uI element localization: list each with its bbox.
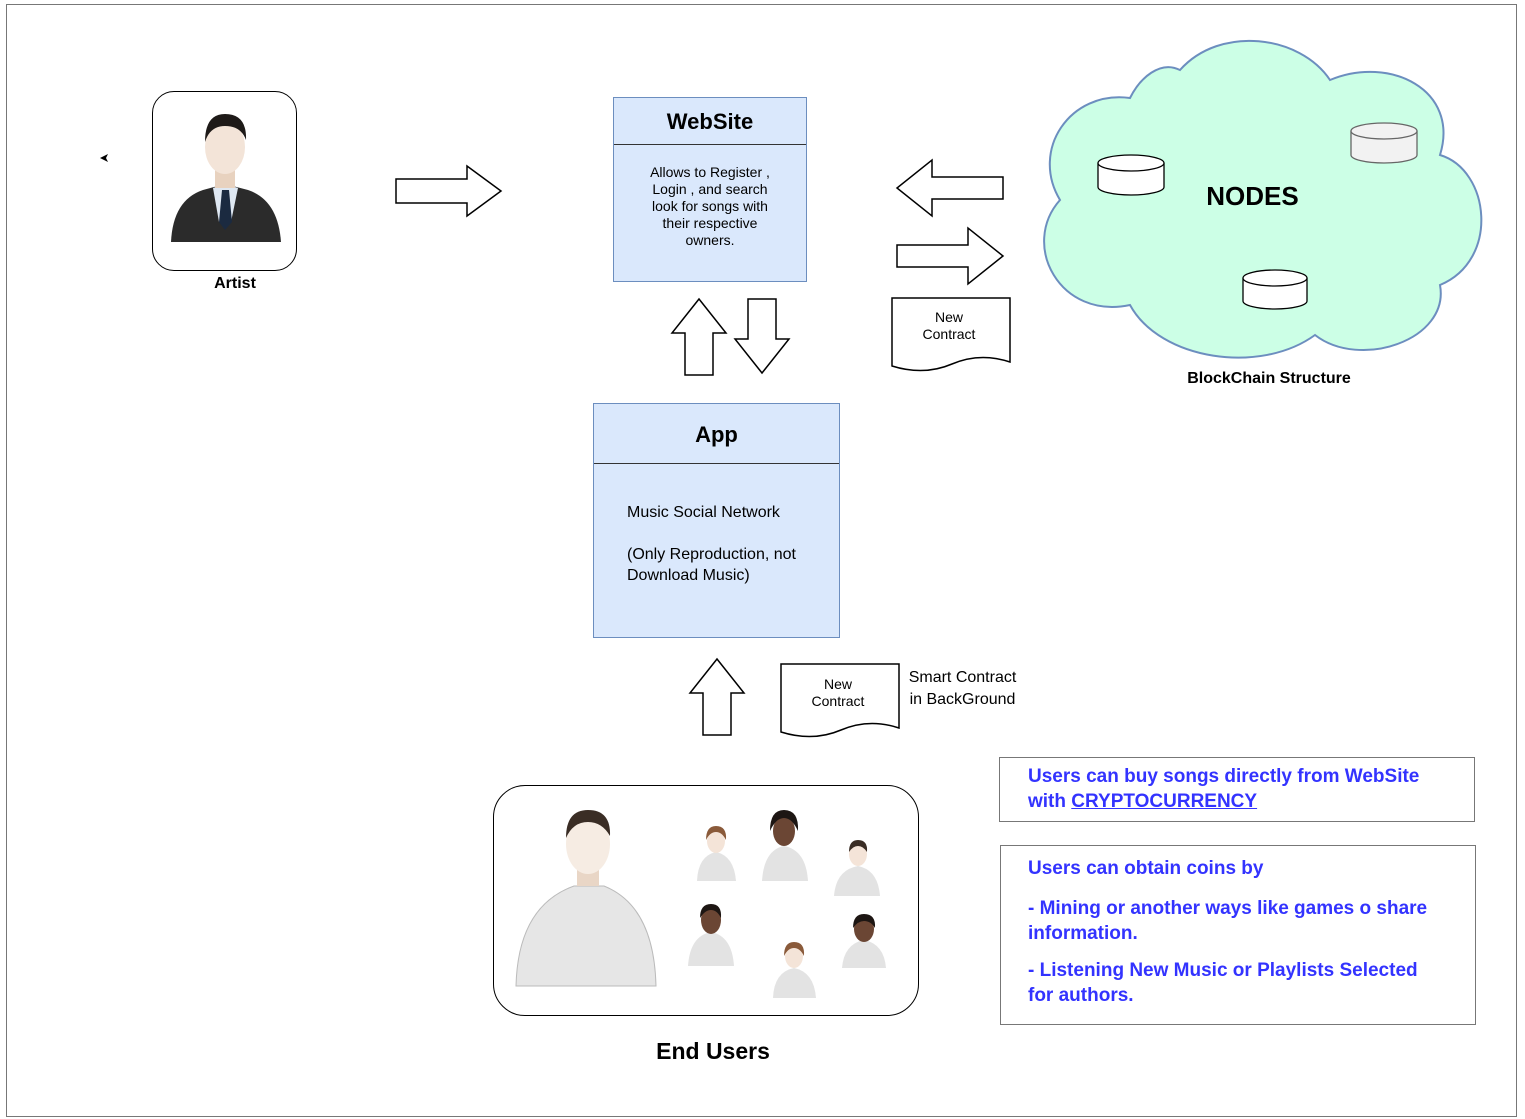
coins-title: Users can obtain coins by — [1028, 858, 1264, 879]
buy-songs-text: Users can buy songs directly from WebSit… — [1028, 764, 1428, 814]
buy-songs-note: Users can buy songs directly from WebSit… — [999, 757, 1475, 822]
arrowhead-marker-icon — [100, 154, 108, 162]
blockchain-caption: BlockChain Structure — [1187, 370, 1351, 387]
website-title: WebSite — [614, 98, 806, 145]
database-icon — [1097, 154, 1165, 196]
app-line1: Music Social Network — [627, 504, 780, 521]
businessman-avatar-icon — [171, 114, 281, 242]
new-contract-document-bottom — [780, 663, 900, 738]
obtain-coins-note: Users can obtain coins by - Mining or an… — [1000, 845, 1476, 1025]
nodes-to-website-arrow — [895, 158, 1004, 218]
nodes-title: NODES — [1206, 181, 1299, 211]
smart-contract-label: Smart Contract in BackGround — [908, 669, 1017, 708]
users-group-icon — [515, 810, 886, 998]
database-icon — [1350, 122, 1418, 164]
artist-card — [152, 91, 297, 271]
end-users-card — [493, 785, 919, 1016]
app-box: App Music Social Network (Only Reproduct… — [593, 403, 840, 638]
new-contract-document-top — [891, 297, 1011, 372]
app-title: App — [594, 404, 839, 464]
buy-songs-prefix: Users can buy songs directly from WebSit… — [1028, 766, 1420, 812]
artist-label: Artist — [214, 275, 256, 292]
website-description: Allows to Register , Login , and search … — [650, 164, 770, 248]
users-to-app-arrow — [688, 657, 746, 736]
coins-item-mining: - Mining or another ways like games o sh… — [1028, 898, 1428, 944]
app-line2: (Only Reproduction, not Download Music) — [627, 546, 796, 584]
app-to-website-arrow — [670, 297, 728, 376]
website-box: WebSite Allows to Register , Login , and… — [613, 97, 807, 282]
website-to-app-arrow — [733, 298, 791, 375]
end-users-label: End Users — [656, 1038, 770, 1064]
artist-to-website-arrow — [395, 164, 503, 218]
nodes-cloud — [1043, 39, 1483, 359]
website-to-nodes-arrow — [896, 226, 1005, 286]
new-contract-label-bottom: New Contract — [811, 676, 865, 709]
new-contract-label-top: New Contract — [922, 309, 976, 342]
cryptocurrency-link[interactable]: CRYPTOCURRENCY — [1071, 791, 1258, 812]
database-icon — [1242, 269, 1308, 310]
coins-item-listening: - Listening New Music or Playlists Selec… — [1028, 960, 1418, 1006]
